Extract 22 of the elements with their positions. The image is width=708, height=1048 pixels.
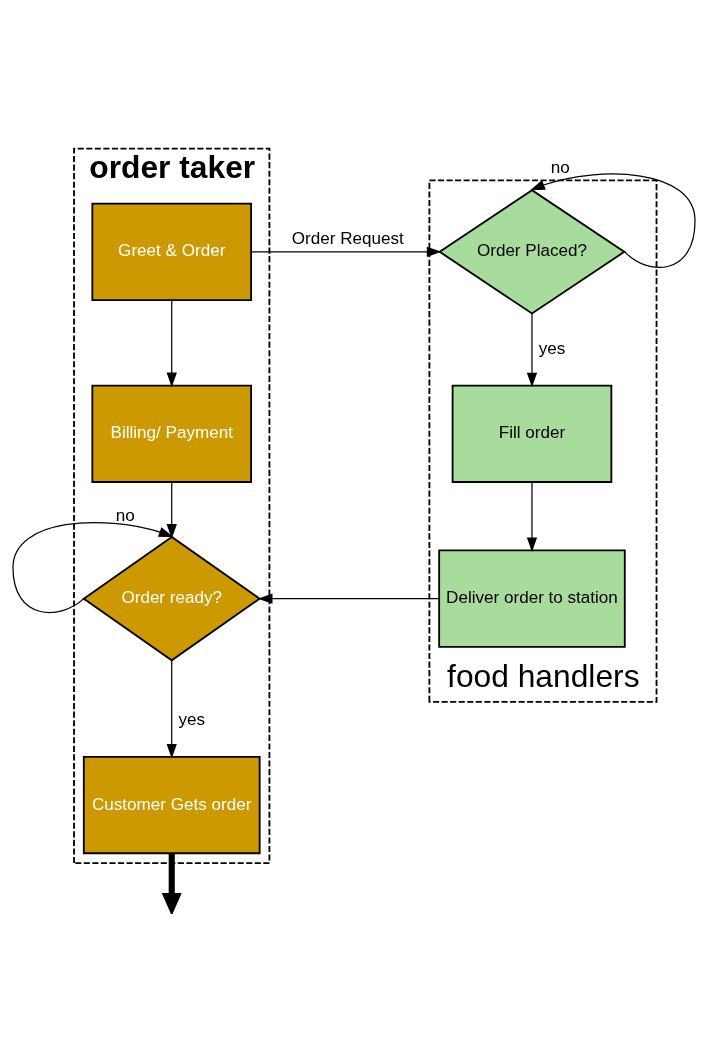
node-box: Deliver order to station <box>438 549 626 648</box>
arrow <box>166 659 177 759</box>
edge-label: yes <box>538 339 566 359</box>
node-box: Billing/ Payment <box>91 384 252 483</box>
edge-label: no <box>550 158 570 178</box>
edge-label: no <box>115 506 135 526</box>
arrow <box>257 593 440 604</box>
node-diamond: Order Placed? <box>438 189 626 315</box>
arrow <box>161 853 182 914</box>
node-box: Customer Gets order <box>82 755 261 855</box>
node-box: Greet & Order <box>91 202 252 301</box>
arrow <box>530 173 696 268</box>
arrow <box>12 521 174 614</box>
arrow <box>250 246 442 257</box>
arrow <box>166 299 177 388</box>
node-box: Fill order <box>451 384 613 483</box>
arrow <box>526 481 538 553</box>
edge-label: yes <box>178 710 206 730</box>
arrow <box>166 481 177 539</box>
node-diamond: Order ready? <box>82 535 262 662</box>
arrow <box>526 313 538 388</box>
edge-label: Order Request <box>291 228 404 248</box>
